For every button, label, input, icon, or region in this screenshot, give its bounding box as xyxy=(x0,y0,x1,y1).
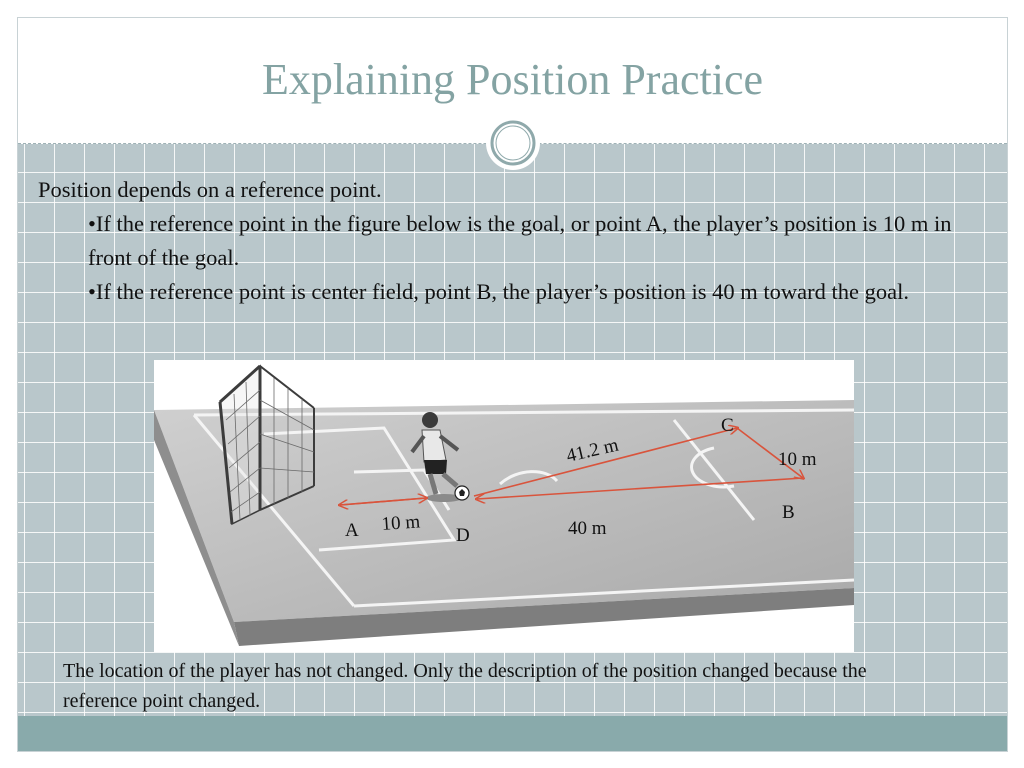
arrow-b-to-d xyxy=(477,477,804,499)
arrow-a-to-d xyxy=(339,498,426,506)
soccer-ball-icon xyxy=(454,485,470,501)
field-lines xyxy=(192,408,854,608)
field-surface xyxy=(154,400,854,646)
bullet-goal-reference: •If the reference point in the figure be… xyxy=(88,211,952,270)
label-ad-distance: 10 m xyxy=(381,511,421,535)
soccer-player-icon xyxy=(410,412,462,502)
slide-title: Explaining Position Practice xyxy=(261,55,764,104)
label-d: D xyxy=(456,525,470,546)
label-a: A xyxy=(345,520,359,541)
displacement-arrows xyxy=(340,428,803,505)
label-b: B xyxy=(782,502,795,523)
arrow-d-to-c xyxy=(473,428,737,497)
soccer-field-figure: A 10 m D 40 m 41.2 m C 10 m B xyxy=(154,360,854,652)
label-c: C xyxy=(721,415,734,436)
circle-ornament-icon xyxy=(486,116,540,170)
bullet-center-reference: •If the reference point is center field,… xyxy=(88,279,909,304)
soccer-goal-icon xyxy=(218,364,315,526)
caption: The location of the player has not chang… xyxy=(63,656,883,716)
footer-bar xyxy=(18,716,1007,751)
caption-text: The location of the player has not chang… xyxy=(63,660,867,712)
slide-frame: Explaining Position Practice Position de… xyxy=(17,17,1008,752)
arrow-c-to-b xyxy=(736,427,803,478)
label-cb-distance: 10 m xyxy=(778,449,817,470)
body-text: Position depends on a reference point. •… xyxy=(38,173,958,309)
label-db-distance: 40 m xyxy=(568,518,607,539)
intro-line: Position depends on a reference point. xyxy=(38,177,382,202)
